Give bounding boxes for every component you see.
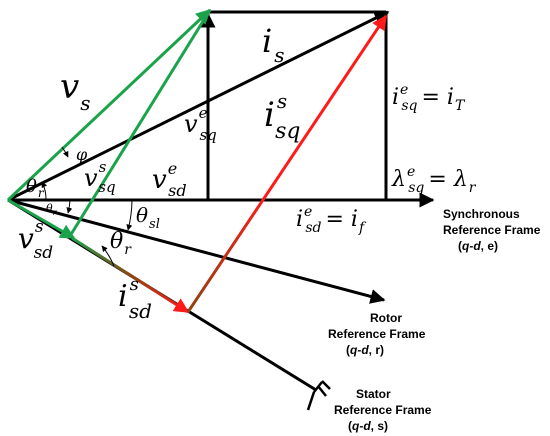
theta-small-arc <box>66 199 73 214</box>
vs-vector <box>6 8 212 202</box>
theta-r2-label: θr <box>110 229 132 258</box>
phi-label: φ <box>76 145 88 164</box>
sync-line2: Reference Frame <box>443 223 541 237</box>
rotor-line3: (q-d, r) <box>346 343 384 357</box>
is-vector <box>7 10 390 202</box>
phi-arc <box>61 146 69 158</box>
vsd-s-vector <box>7 198 76 240</box>
stator-line3: (q-d, s) <box>348 419 388 433</box>
sync-line3: (q-d, e) <box>458 239 498 253</box>
sync-line1: Synchronous <box>443 207 520 221</box>
vsq-s-vector <box>68 9 212 237</box>
theta-r-arc <box>41 181 48 201</box>
vs-label: vs <box>60 67 90 115</box>
stator-line1: Stator <box>356 387 391 401</box>
theta-r2-arc <box>101 245 115 267</box>
theta-sl-arc <box>126 199 133 231</box>
stator-axis-arrowhead <box>306 380 331 411</box>
stator-frame-label: Stator Reference Frame (q-d, s) <box>334 387 432 433</box>
stator-line2: Reference Frame <box>334 403 432 417</box>
rotor-d-axis <box>7 198 386 304</box>
theta-sl-label: θsl <box>136 203 160 232</box>
rotor-line1: Rotor <box>370 311 402 325</box>
rotor-line2: Reference Frame <box>328 327 426 341</box>
isd-s-vector <box>71 236 190 314</box>
theta-small-label: θr <box>46 202 58 217</box>
theta-r-label: θr <box>26 176 45 200</box>
synchronous-frame-label: Synchronous Reference Frame (q-d, e) <box>443 207 541 253</box>
rotor-frame-label: Rotor Reference Frame (q-d, r) <box>328 311 426 357</box>
isq-s-vector <box>186 14 388 313</box>
